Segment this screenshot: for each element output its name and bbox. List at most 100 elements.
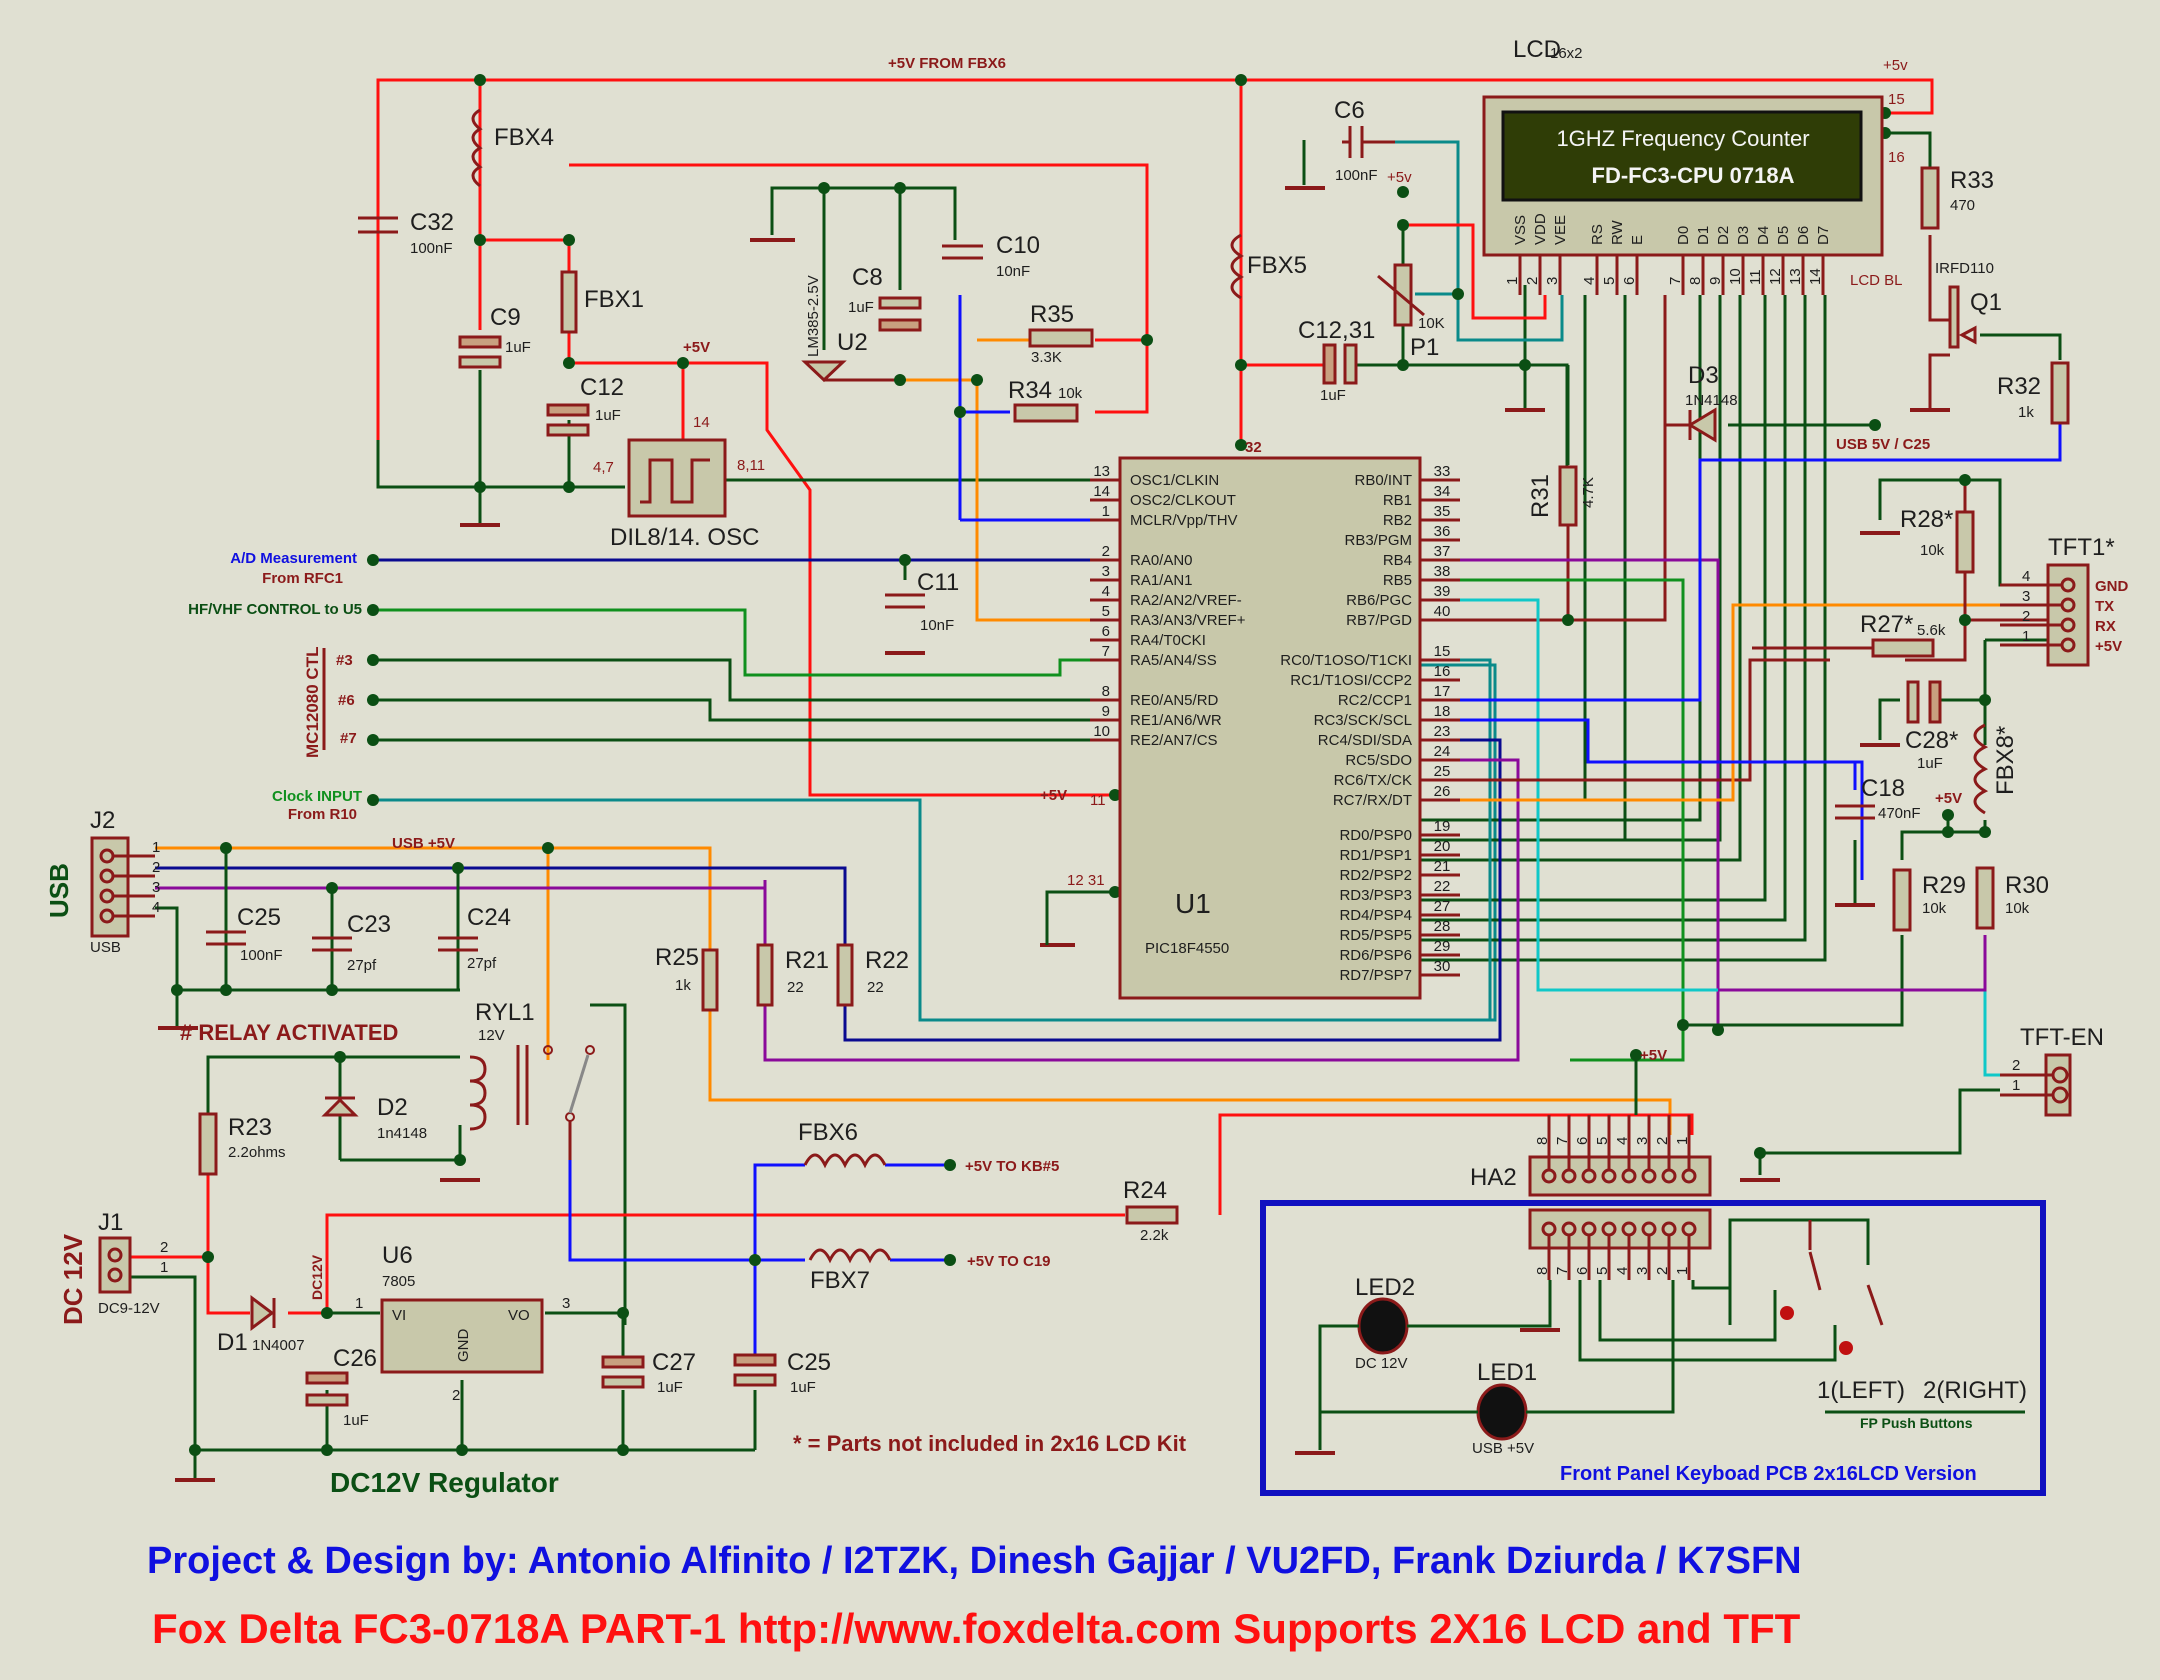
lcd-pin-name: D4 — [1755, 226, 1772, 245]
mc12080-label: MC12080 CTL — [303, 647, 322, 758]
d2-ref: D2 — [377, 1094, 408, 1121]
j2-ref: J2 — [90, 807, 115, 834]
fbx8-ref: FBX8* — [1992, 726, 2019, 795]
kb5-label: +5V TO KB#5 — [965, 1158, 1059, 1175]
ad-from-label: From RFC1 — [262, 570, 343, 587]
u1-right-pin-name: RB6/PGC — [1346, 592, 1412, 609]
mc-pin6: #6 — [338, 692, 355, 709]
r25-ref: R25 — [655, 944, 699, 971]
connector-tft-en: TFT-EN 2 1 — [2000, 1024, 2104, 1117]
u1-right-pin-num: 24 — [1434, 743, 1451, 760]
lcd-pin-name: RS — [1589, 224, 1606, 245]
relay-ryl1: RYL1 12V — [469, 999, 595, 1160]
resistor-r29: R29 10k — [1892, 868, 1966, 932]
u1-right-pin-name: RC6/TX/CK — [1334, 772, 1412, 789]
diode-d1: D1 1N4007 DC12V — [217, 1254, 325, 1356]
tft-en-pin1: 1 — [2012, 1077, 2020, 1094]
r35-ref: R35 — [1030, 301, 1074, 328]
j2-pin3: 3 — [152, 879, 160, 896]
u1-left-pin-name: RA0/AN0 — [1130, 552, 1193, 569]
u1-left-pin-name: RA2/AN2/VREF- — [1130, 592, 1242, 609]
c6-value: 100nF — [1335, 167, 1378, 184]
capacitor-c25-reg: C25 1uF — [733, 1349, 831, 1396]
lcd-pin-num: 6 — [1621, 277, 1638, 285]
u1-left-pin-num: 14 — [1093, 483, 1110, 500]
tft1-ref: TFT1* — [2048, 534, 2115, 561]
not-included-note: * = Parts not included in 2x16 LCD Kit — [793, 1431, 1187, 1456]
lcd-pin-num: 5 — [1601, 277, 1618, 285]
led1-value: USB +5V — [1472, 1440, 1534, 1457]
c19-label: +5V TO C19 — [967, 1253, 1051, 1270]
u1-right-pin-num: 36 — [1434, 523, 1451, 540]
u1-left-pin-num: 3 — [1102, 563, 1110, 580]
r29-ref: R29 — [1922, 872, 1966, 899]
u1-right-pin-name: RC7/RX/DT — [1333, 792, 1412, 809]
u1-right-pin-name: RC3/SCK/SCL — [1314, 712, 1412, 729]
lcd-pin-name: D0 — [1675, 226, 1692, 245]
u1-left-pin-num: 6 — [1102, 623, 1110, 640]
j2-pin2: 2 — [152, 859, 160, 876]
usb-plus5-label: USB +5V — [392, 835, 455, 852]
j1-ref: J1 — [98, 1209, 123, 1236]
c10-ref: C10 — [996, 232, 1040, 259]
ha2-pin-num: 6 — [1574, 1137, 1591, 1145]
r30-ref: R30 — [2005, 872, 2049, 899]
r23-ref: R23 — [228, 1114, 272, 1141]
u1-right-pin-name: RB0/INT — [1354, 472, 1412, 489]
u1-right-pin-name: RB3/PGM — [1344, 532, 1412, 549]
osc-pin-vcc: 14 — [693, 414, 710, 431]
ha2-pin-num: 2 — [1654, 1137, 1671, 1145]
lcd-pin-num: 8 — [1687, 277, 1704, 285]
lcd-pin-num: 1 — [1504, 277, 1521, 285]
lcd-pin-name: VEE — [1552, 215, 1569, 245]
usb5-c25-label: USB 5V / C25 — [1836, 436, 1930, 453]
r21-ref: R21 — [785, 947, 829, 974]
r31-value: 4.7K — [1580, 477, 1597, 508]
d1-value: 1N4007 — [252, 1337, 305, 1354]
c25b-ref: C25 — [787, 1349, 831, 1376]
u6-vo: VO — [508, 1307, 530, 1324]
lcd-pin-name: VDD — [1532, 213, 1549, 245]
c25a-ref: C25 — [237, 904, 281, 931]
tft-en-ref: TFT-EN — [2020, 1024, 2104, 1051]
p1-value: 10K — [1418, 315, 1445, 332]
ground-symbols — [158, 186, 1950, 1482]
lcd-pin-name: D6 — [1795, 226, 1812, 245]
r25-value: 1k — [675, 977, 691, 994]
r30-value: 10k — [2005, 900, 2030, 917]
u1-right-pin-name: RD5/PSP5 — [1339, 927, 1412, 944]
diode-d3: D3 1N4148 USB 5V / C25 — [1685, 362, 1930, 453]
c9-ref: C9 — [490, 304, 521, 331]
c8-value: 1uF — [848, 299, 874, 316]
r31-ref: R31 — [1527, 474, 1554, 518]
relay-activated-note: # RELAY ACTIVATED — [180, 1020, 398, 1045]
lcd-pin15: 15 — [1888, 91, 1905, 108]
lcd-line2: FD-FC3-CPU 0718A — [1592, 163, 1795, 188]
dc12v-net-label: DC12V — [309, 1254, 325, 1300]
potentiometer-p1: P1 10K — [1377, 263, 1445, 361]
u1-left-pin-name: OSC2/CLKOUT — [1130, 492, 1236, 509]
d2-value: 1n4148 — [377, 1125, 427, 1142]
inductor-fbx7: FBX7 +5V TO C19 — [808, 1248, 1051, 1294]
u1-right-pin-name: RC4/SDI/SDA — [1318, 732, 1412, 749]
j2-side: USB — [90, 939, 121, 956]
u1-right-pin-num: 23 — [1434, 723, 1451, 740]
u1-left-pin-name: RA3/AN3/VREF+ — [1130, 612, 1246, 629]
capacitor-c12-31: C12,31 1uF — [1298, 317, 1375, 404]
c26-ref: C26 — [333, 1345, 377, 1372]
u2-ref: U2 — [837, 329, 868, 356]
led2-ref: LED2 — [1355, 1274, 1415, 1301]
r33-ref: R33 — [1950, 167, 1994, 194]
u1-right-pin-num: 28 — [1434, 918, 1451, 935]
u1-left-pin-name: RE1/AN6/WR — [1130, 712, 1222, 729]
r27-value: 5.6k — [1917, 622, 1946, 639]
r24-ref: R24 — [1123, 1177, 1167, 1204]
oscillator-module: DIL8/14. OSC 4,7 14 8,11 +5V — [593, 339, 765, 551]
resistor-r28: R28* 10k — [1900, 506, 1975, 574]
r35-value: 3.3K — [1031, 349, 1062, 366]
u1-left-pin-num: 8 — [1102, 683, 1110, 700]
mc-pin7: #7 — [340, 730, 357, 747]
j2-pin4: 4 — [152, 899, 160, 916]
junctions — [171, 74, 1991, 1456]
u1-right-pin-num: 19 — [1434, 818, 1451, 835]
